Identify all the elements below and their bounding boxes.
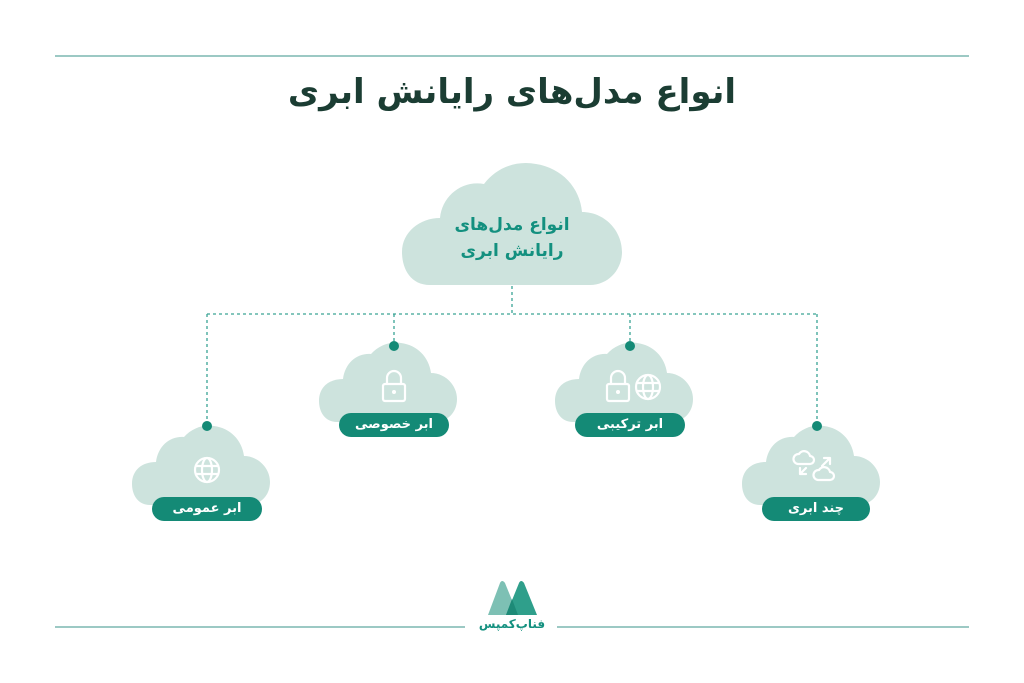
- root-node-label: انواع مدل‌های رایانش ابری: [412, 212, 612, 264]
- node-label-public: ابر عمومی: [152, 497, 262, 521]
- brand-name: فناپ‌کمپس: [478, 617, 546, 631]
- top-rule: [55, 55, 969, 57]
- root-node-line1: انواع مدل‌های: [454, 215, 570, 235]
- connector-dot-multi: [812, 421, 822, 431]
- node-label-private: ابر خصوصی: [339, 413, 449, 437]
- page-title: انواع مدل‌های رایانش ابری: [287, 72, 737, 112]
- bottom-rule-right: [557, 626, 969, 628]
- globe-icon: [193, 456, 221, 484]
- node-label-hybrid: ابر ترکیبی: [575, 413, 685, 437]
- node-label-multi: چند ابری: [762, 497, 870, 521]
- cloud-multi: [742, 425, 880, 505]
- brand-logo-icon: [488, 581, 537, 615]
- connector-dot-hybrid: [625, 341, 635, 351]
- connector-dot-private: [389, 341, 399, 351]
- connector-lines: [206, 286, 818, 425]
- connector-dot-public: [202, 421, 212, 431]
- bottom-rule-left: [55, 626, 465, 628]
- root-node-line2: رایانش ابری: [460, 241, 564, 261]
- multi-cloud-transfer-icon: [792, 450, 836, 482]
- root-cloud: [402, 162, 622, 285]
- globe-icon: [634, 373, 662, 401]
- lock-icon: [381, 369, 407, 403]
- lock-icon: [605, 369, 631, 403]
